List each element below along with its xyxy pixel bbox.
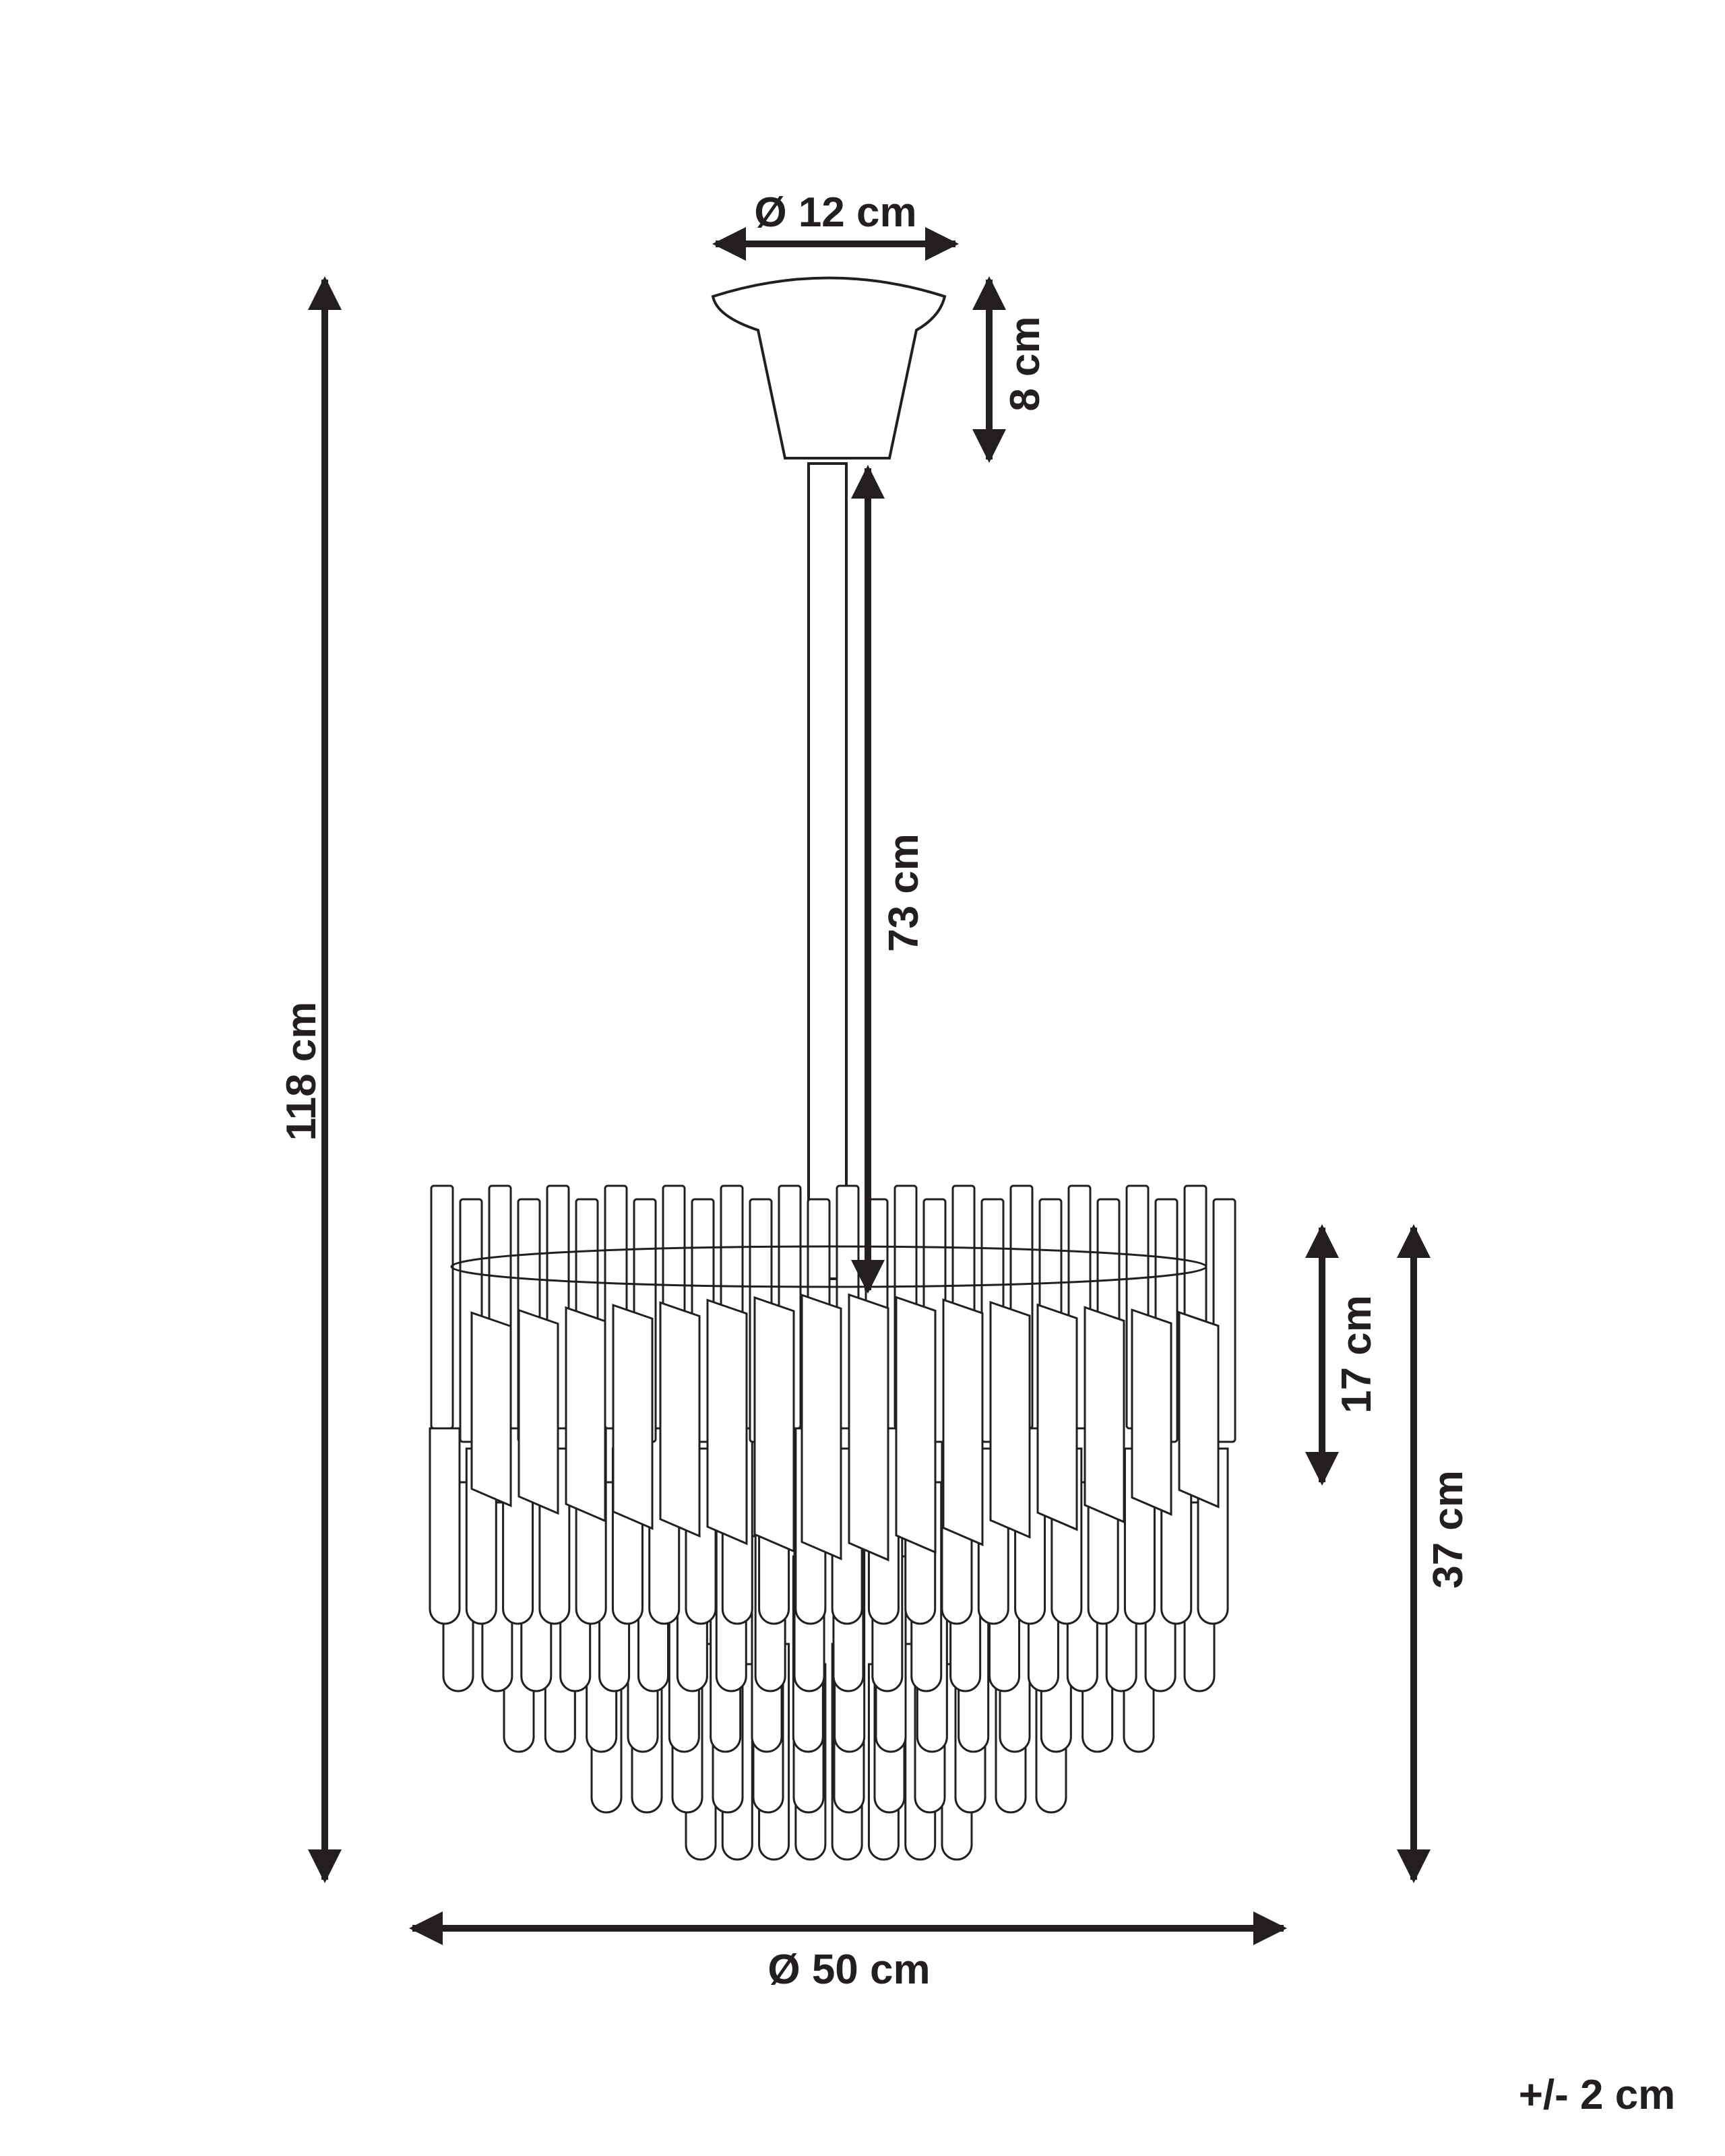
crystal-panel <box>1036 1303 1078 1531</box>
crystal-panel <box>1131 1308 1172 1516</box>
crystal-panel <box>612 1304 654 1530</box>
suspension-rod <box>807 462 848 1280</box>
crystal-panel <box>470 1311 512 1508</box>
total-height-label: 118 cm <box>278 1001 325 1141</box>
crystal-shade <box>429 1184 1236 1861</box>
top-ring <box>450 1245 1208 1288</box>
canopy-diameter-label: Ø 12 cm <box>754 189 917 236</box>
tolerance-note: +/- 2 cm <box>1518 2072 1676 2118</box>
crystal-panel <box>1084 1306 1125 1524</box>
crystal-panel <box>753 1296 795 1553</box>
ceiling-canopy <box>711 276 947 459</box>
shade-height-label: 37 cm <box>1425 1470 1472 1589</box>
shade-upper-height-label: 17 cm <box>1334 1295 1380 1414</box>
shade-diameter-label: Ø 50 cm <box>767 1946 931 1993</box>
crystal-rod <box>430 1184 454 1430</box>
canopy-height-label: 8 cm <box>1002 316 1048 412</box>
crystal-panel <box>801 1294 842 1560</box>
crystal-panel <box>518 1308 559 1515</box>
crystal-panel <box>895 1296 937 1554</box>
crystal-panel <box>942 1298 984 1546</box>
rod-length-label: 73 cm <box>881 833 927 952</box>
crystal-panel <box>659 1301 701 1538</box>
crystal-panel <box>706 1298 748 1546</box>
crystal-panel <box>848 1293 889 1562</box>
crystal-panel <box>565 1306 606 1523</box>
crystal-panel <box>989 1300 1031 1539</box>
crystal-panel <box>1178 1310 1220 1509</box>
crystal-drop <box>429 1427 461 1625</box>
